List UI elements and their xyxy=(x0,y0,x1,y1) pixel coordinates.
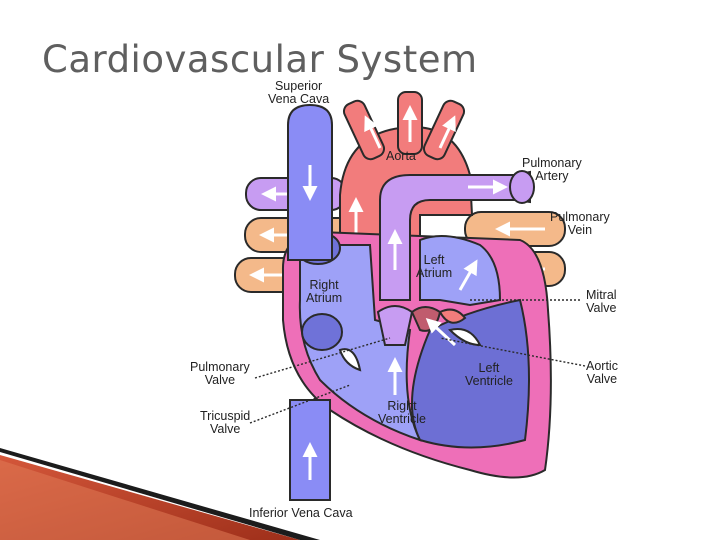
vena-cava xyxy=(287,103,333,501)
left-ventricle xyxy=(411,235,530,449)
decor-stripe xyxy=(0,448,320,540)
label-pulmonary-artery: Pulmonary Artery xyxy=(522,156,582,183)
label-right-ventricle: Right Ventricle xyxy=(378,399,426,426)
label-left-ventricle: Left Ventricle xyxy=(465,361,513,388)
label-superior-vena-cava: Superior Vena Cava xyxy=(268,79,330,106)
label-tricuspid-valve: Tricuspid Valve xyxy=(200,409,251,436)
label-aorta: Aorta xyxy=(386,149,416,163)
label-pulmonary-vein: Pulmonary Vein xyxy=(550,210,610,237)
label-inferior-vena-cava: Inferior Vena Cava xyxy=(249,506,353,520)
slide-title: Cardiovascular System xyxy=(42,38,478,81)
leader-lines xyxy=(249,299,586,424)
pulmonary-artery xyxy=(379,170,535,301)
label-aortic-valve: Aortic Valve xyxy=(586,359,618,386)
label-pulmonary-valve: Pulmonary Valve xyxy=(190,360,250,387)
label-mitral-valve: Mitral Valve xyxy=(586,288,617,315)
valves xyxy=(338,259,482,395)
label-left-atrium: Left Atrium xyxy=(416,253,453,280)
label-right-atrium: Right Atrium xyxy=(306,278,343,305)
